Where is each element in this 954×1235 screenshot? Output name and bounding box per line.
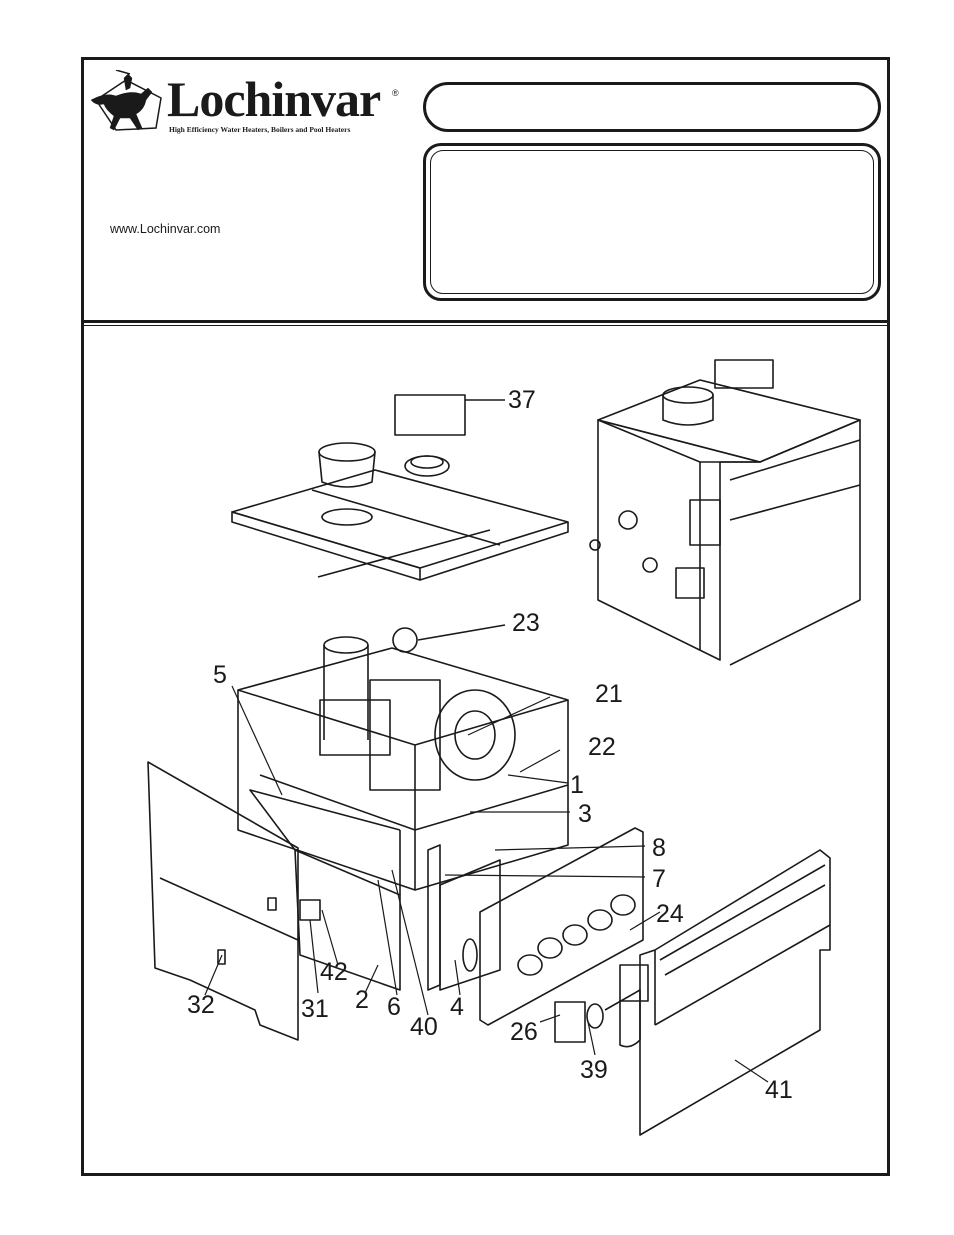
callout-39: 39 bbox=[580, 1056, 608, 1084]
assembled-heater bbox=[589, 359, 861, 666]
brand-tagline: High Efficiency Water Heaters, Boilers a… bbox=[169, 125, 351, 134]
callout-24: 24 bbox=[656, 900, 684, 928]
info-box bbox=[423, 143, 881, 301]
callout-31: 31 bbox=[301, 995, 329, 1023]
callout-42: 42 bbox=[320, 958, 348, 986]
top-panel bbox=[231, 394, 569, 581]
registered-mark: ® bbox=[392, 88, 399, 98]
callout-6: 6 bbox=[387, 993, 401, 1021]
callout-26: 26 bbox=[510, 1018, 538, 1046]
callout-21: 21 bbox=[595, 680, 623, 708]
callout-7: 7 bbox=[652, 865, 666, 893]
callout-22: 22 bbox=[588, 733, 616, 761]
callout-5: 5 bbox=[213, 661, 227, 689]
callout-41: 41 bbox=[765, 1076, 793, 1104]
callout-23: 23 bbox=[512, 609, 540, 637]
website-link[interactable]: www.Lochinvar.com bbox=[110, 222, 221, 236]
header-divider-thin bbox=[81, 325, 890, 326]
callout-3: 3 bbox=[578, 800, 592, 828]
brand-name: Lochinvar bbox=[167, 71, 381, 127]
callout-40: 40 bbox=[410, 1013, 438, 1041]
manifold-panel bbox=[427, 827, 649, 1048]
lochinvar-horse-logo bbox=[90, 70, 162, 131]
inner-front-frame bbox=[249, 789, 401, 991]
header-divider bbox=[81, 320, 890, 323]
callout-4: 4 bbox=[450, 993, 464, 1021]
info-box-inner bbox=[430, 150, 874, 294]
callout-8: 8 bbox=[652, 834, 666, 862]
title-box bbox=[423, 82, 881, 132]
leader-lines bbox=[204, 685, 769, 1083]
callout-32: 32 bbox=[187, 991, 215, 1019]
left-side-panel bbox=[147, 761, 321, 1041]
page-frame bbox=[81, 57, 890, 1176]
front-jacket-panel bbox=[639, 849, 831, 1136]
callout-37: 37 bbox=[508, 386, 536, 414]
callout-2: 2 bbox=[355, 986, 369, 1014]
callout-labels: 37 23 5 21 22 1 3 8 7 24 42 32 31 2 6 40… bbox=[187, 386, 793, 1104]
inner-chassis bbox=[237, 624, 569, 891]
callout-1: 1 bbox=[570, 771, 584, 799]
